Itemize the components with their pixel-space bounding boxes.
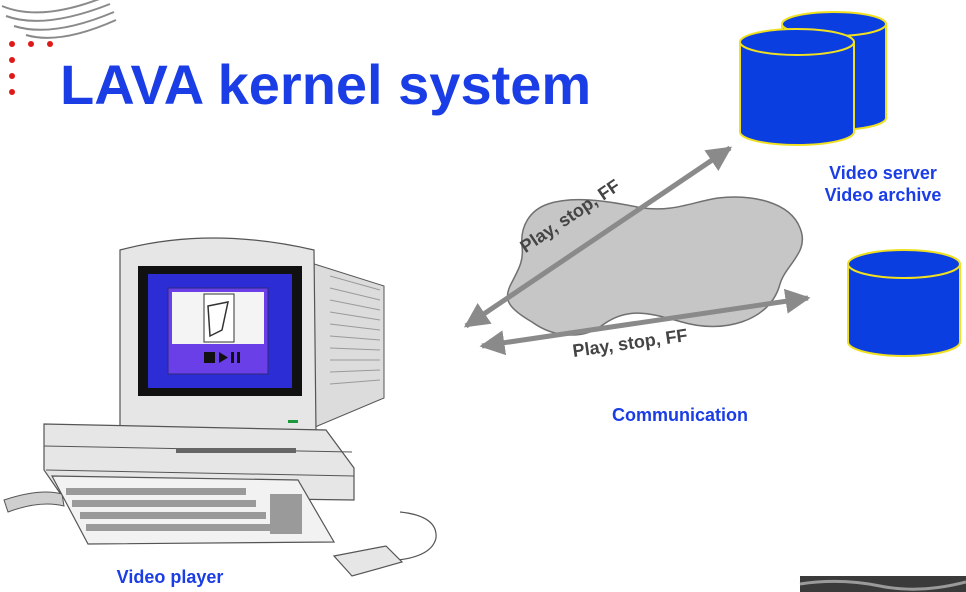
database-stack-icon — [739, 11, 887, 146]
logo-swoosh-icon — [1, 0, 117, 39]
video-player-label: Video player — [116, 567, 224, 587]
bullet-dots-icon — [9, 41, 53, 95]
database-icon — [847, 249, 961, 357]
photo-thumbnail-icon — [799, 576, 966, 592]
communication-label: Communication — [611, 405, 748, 425]
mouse-icon — [332, 511, 437, 577]
computer-icon — [3, 237, 385, 513]
slide-title: LAVA kernel system — [60, 53, 592, 116]
keyboard-icon — [50, 475, 336, 545]
video-server-label-line2: Video archive — [824, 185, 942, 205]
video-server-label-line1: Video server — [829, 163, 937, 183]
video-server-label: Video server Video archive — [800, 162, 966, 206]
arrow-lower — [479, 288, 811, 356]
